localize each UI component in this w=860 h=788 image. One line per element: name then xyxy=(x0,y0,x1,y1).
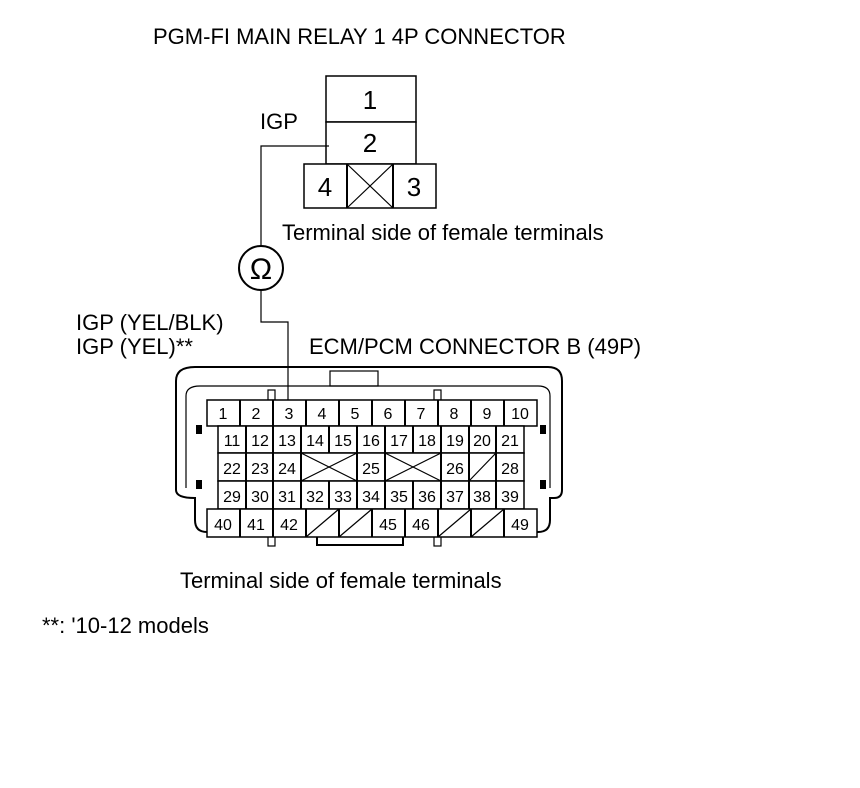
ecm-pin: 40 xyxy=(214,517,232,534)
ecm-pin: 2 xyxy=(252,406,261,423)
ecm-pin: 29 xyxy=(223,489,241,506)
ecm-pin: 21 xyxy=(501,433,519,450)
ecm-pin: 30 xyxy=(251,489,269,506)
relay-pin-2-cell xyxy=(325,121,417,165)
relay-wire-label: IGP xyxy=(260,109,298,134)
ecm-blank-slash xyxy=(305,508,340,538)
ecm-pin: 25 xyxy=(362,461,380,478)
ecm-pin: 13 xyxy=(278,433,296,450)
ecm-pin: 3 xyxy=(285,406,294,423)
relay-pin-2: 2 xyxy=(363,128,377,158)
relay-pin-1-cell xyxy=(325,75,417,123)
ecm-pin: 35 xyxy=(390,489,408,506)
ecm-pin: 33 xyxy=(334,489,352,506)
ecm-pin: 39 xyxy=(501,489,519,506)
ecm-pin: 37 xyxy=(446,489,464,506)
relay-connector: 1 2 4 3 xyxy=(303,75,437,209)
ecm-pin: 38 xyxy=(473,489,491,506)
ecm-blank-slash xyxy=(470,508,505,538)
ecm-pin: 4 xyxy=(318,406,327,423)
ecm-pin: 12 xyxy=(251,433,269,450)
ecm-pin: 16 xyxy=(362,433,380,450)
ecm-pin: 24 xyxy=(278,461,296,478)
ecm-pin: 28 xyxy=(501,461,519,478)
ecm-latch xyxy=(329,370,379,387)
ecm-blank-slash xyxy=(437,508,472,538)
ecm-pin: 5 xyxy=(351,406,360,423)
relay-caption: Terminal side of female terminals xyxy=(282,220,604,245)
ecm-row-4 xyxy=(217,480,525,510)
relay-connector-title: PGM-FI MAIN RELAY 1 4P CONNECTOR xyxy=(153,24,566,49)
ecm-housing xyxy=(175,366,563,546)
relay-pin-3: 3 xyxy=(407,172,421,202)
ecm-pin: 1 xyxy=(219,406,228,423)
ecm-pin: 49 xyxy=(511,517,529,534)
ecm-pin: 9 xyxy=(483,406,492,423)
lower-test-lead xyxy=(260,290,289,402)
ecm-pin: 7 xyxy=(417,406,426,423)
relay-pin-1: 1 xyxy=(363,85,377,115)
ecm-pin: 18 xyxy=(418,433,436,450)
ohm-symbol: Ω xyxy=(250,253,272,286)
ecm-pin: 31 xyxy=(278,489,296,506)
ecm-pin: 22 xyxy=(223,461,241,478)
footnote: **: '10-12 models xyxy=(42,613,209,638)
ecm-wire-label-2: IGP (YEL)** xyxy=(76,334,193,359)
ecm-connector-title: ECM/PCM CONNECTOR B (49P) xyxy=(309,334,641,359)
ecm-pin: 23 xyxy=(251,461,269,478)
ecm-pin: 20 xyxy=(473,433,491,450)
upper-test-lead xyxy=(260,145,329,247)
ecm-pin: 6 xyxy=(384,406,393,423)
ecm-caption: Terminal side of female terminals xyxy=(180,568,502,593)
ecm-row-2 xyxy=(217,425,525,454)
ecm-pin: 15 xyxy=(334,433,352,450)
ecm-blank-slash xyxy=(468,452,497,482)
ecm-pin: 10 xyxy=(511,406,529,423)
ecm-blank-slash xyxy=(338,508,373,538)
ecm-pin: 34 xyxy=(362,489,380,506)
ecm-pin: 46 xyxy=(412,517,430,534)
ecm-pin: 26 xyxy=(446,461,464,478)
ecm-pin: 11 xyxy=(224,433,241,450)
ecm-pin: 8 xyxy=(450,406,459,423)
relay-pin-4: 4 xyxy=(318,172,332,202)
ecm-wire-label-1: IGP (YEL/BLK) xyxy=(76,310,224,335)
ecm-inner-outline xyxy=(185,385,551,488)
ecm-pin: 41 xyxy=(247,517,265,534)
ecm-pin: 19 xyxy=(446,433,464,450)
ecm-pin: 45 xyxy=(379,517,397,534)
ecm-pin: 42 xyxy=(280,517,298,534)
ecm-pin: 14 xyxy=(306,433,324,450)
ecm-pin: 36 xyxy=(418,489,436,506)
ecm-pin: 17 xyxy=(390,433,408,450)
ecm-connector: 1 2 3 4 5 6 7 8 9 10 11 12 13 14 15 16 1… xyxy=(175,366,563,547)
ecm-pin: 32 xyxy=(306,489,324,506)
